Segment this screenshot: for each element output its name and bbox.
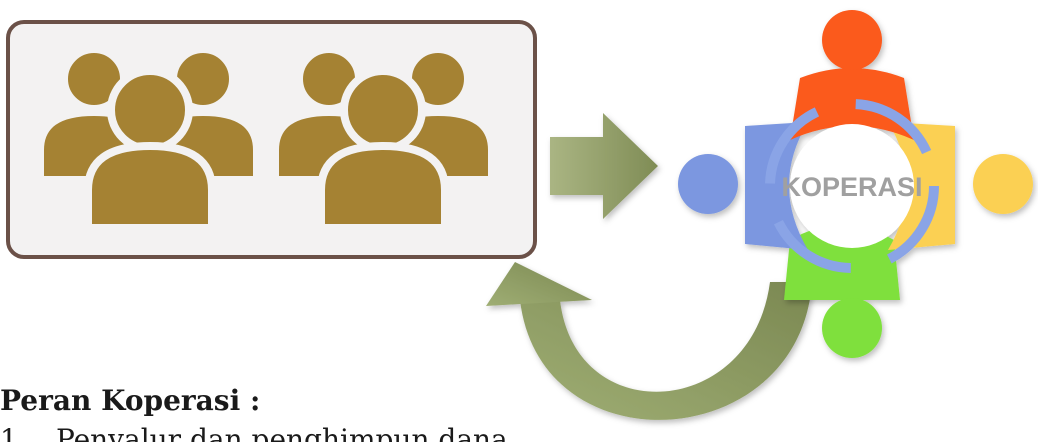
cooperative-circle-icon	[678, 10, 1033, 358]
curved-return-arrow-icon	[486, 262, 812, 420]
list-item-number: 1.	[0, 423, 27, 442]
group-icon	[36, 45, 261, 232]
group-icon	[271, 45, 496, 232]
list-item: 1. Penyalur dan penghimpun dana	[0, 426, 508, 442]
cooperative-label: KOPERASI	[781, 172, 922, 202]
right-arrow-icon	[550, 113, 658, 219]
roles-heading: Peran Koperasi :	[0, 384, 261, 417]
list-item-text: Penyalur dan penghimpun dana	[56, 423, 508, 442]
